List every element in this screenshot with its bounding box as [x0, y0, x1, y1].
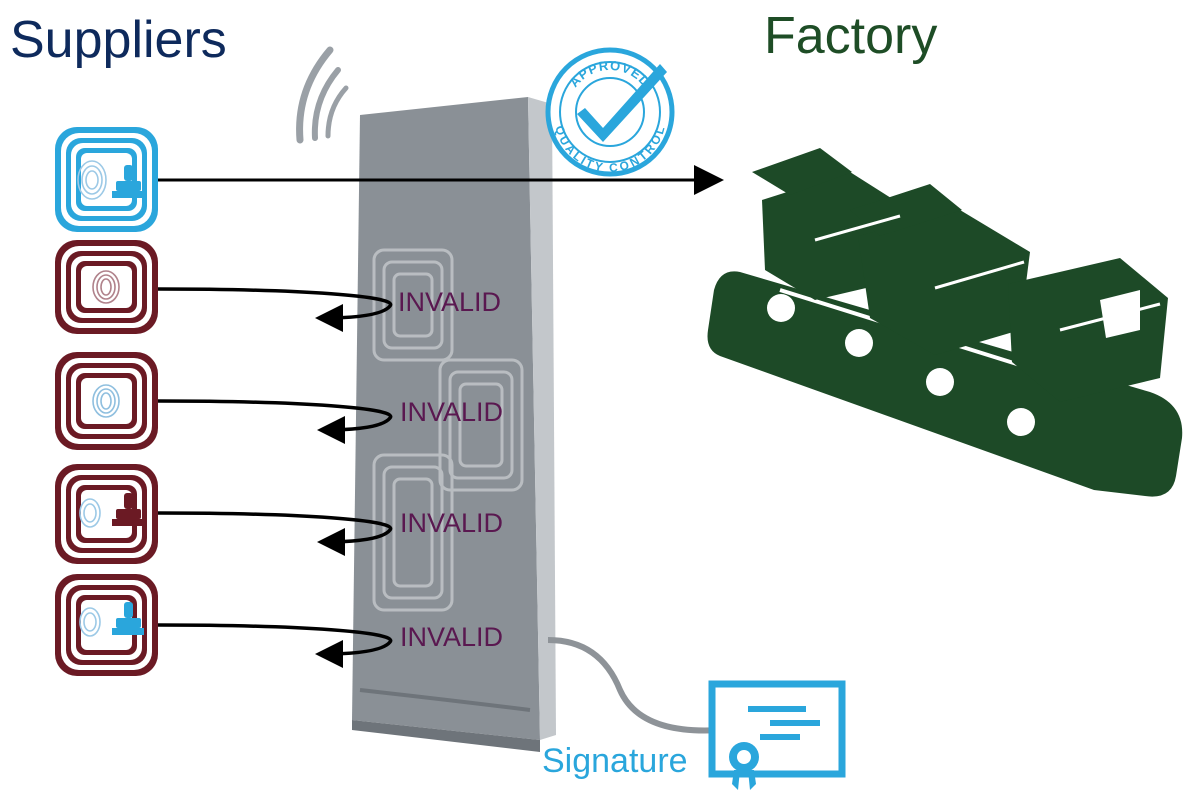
rejected-arrow [157, 511, 393, 556]
certificate-icon [708, 680, 846, 790]
factory-title: Factory [764, 7, 938, 65]
reader-antenna-pattern [372, 248, 524, 612]
stamp-icon [112, 493, 144, 526]
fingerprint-icon [92, 384, 120, 418]
supplier-tag-invalid [55, 352, 158, 450]
rejected-arrows [157, 287, 393, 668]
rejected-arrow [157, 399, 393, 444]
invalid-label: INVALID [398, 287, 502, 317]
factory-conveyor-icon [707, 148, 1183, 497]
fingerprint-icon [92, 270, 120, 304]
fingerprint-icon [79, 498, 101, 528]
invalid-label: INVALID [400, 508, 504, 538]
supplier-tag-invalid [55, 574, 158, 676]
supplier-tag-invalid [55, 464, 158, 564]
invalid-label: INVALID [400, 397, 504, 427]
stamp-icon [112, 165, 144, 198]
fingerprint-icon [79, 607, 101, 637]
supplier-tag-valid [55, 127, 158, 232]
signature-label: Signature [542, 742, 688, 780]
wireless-signal-icon [296, 46, 349, 144]
fingerprint-icon [77, 160, 107, 200]
signature-cable [547, 637, 721, 734]
rfid-reader [352, 97, 556, 752]
supplier-tag-invalid [55, 240, 158, 334]
suppliers-title: Suppliers [10, 11, 227, 69]
checkmark-icon [577, 64, 667, 142]
rejected-arrow [157, 287, 393, 332]
invalid-label: INVALID [400, 622, 504, 652]
approved-quality-control-stamp: APPROVED QUALITY CONTROL [545, 47, 675, 177]
rejected-arrow [157, 623, 393, 668]
stamp-icon [112, 602, 144, 635]
